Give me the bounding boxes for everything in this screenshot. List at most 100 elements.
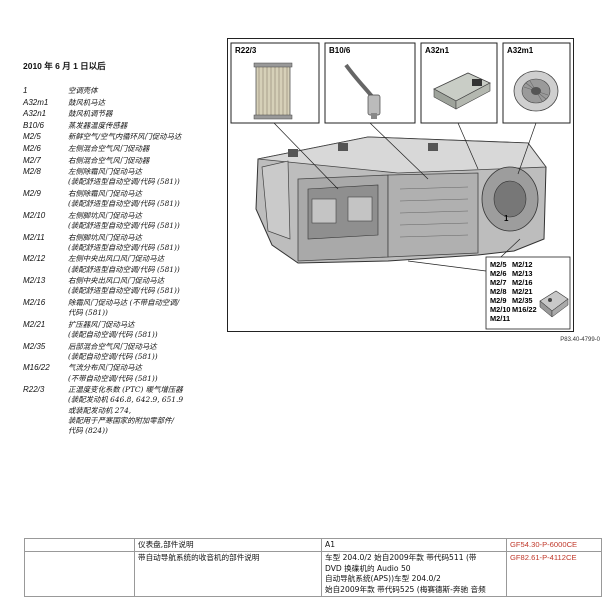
callout-label: R22/3 — [235, 46, 257, 55]
legend-row: A32n1 鼓风机调节器 — [23, 109, 223, 119]
legend-description-line: 正温度变化系数 (PTC) 暖气增压器 — [68, 385, 183, 395]
legend-description: 右侧脚坑风门促动马达(装配舒适型自动空调/代码 (581)) — [68, 233, 223, 253]
legend-description-line: 扩压器风门促动马达 — [68, 319, 135, 329]
legend-description-line: 右侧中央出风口风门促动马达 — [68, 276, 165, 286]
legend-row: M2/21 扩压器风门促动马达(装配自动空调/代码 (581)) — [23, 320, 223, 340]
legend-description-line: 右侧脚坑风门促动马达 — [68, 232, 142, 242]
blower-regulator-part — [433, 72, 491, 110]
legend-code: M2/7 — [23, 155, 41, 165]
legend-description: 蒸发器温度传感器 — [68, 121, 223, 131]
legend-row: 1 空调壳体 — [23, 86, 223, 96]
legend-description-line: 鼓风机调节器 — [68, 109, 113, 119]
page-heading: 2010 年 6 月 1 日以后 — [23, 61, 106, 71]
legend-code: M2/35 — [23, 341, 46, 351]
legend-description-line: (装配舒适型自动空调/代码 (581)) — [68, 242, 180, 252]
legend-code: M16/22 — [23, 363, 50, 373]
legend-description: 正温度变化系数 (PTC) 暖气增压器(装配发动机 646.8, 642.9, … — [68, 385, 223, 436]
legend-description-line: 左侧混合空气风门促动器 — [68, 143, 150, 153]
legend-description-line: (装配舒适型自动空调/代码 (581)) — [68, 264, 180, 274]
callout-label: B10/6 — [329, 46, 351, 55]
actuator-code: M2/16 — [512, 278, 533, 287]
actuator-code: M2/8 — [490, 287, 506, 296]
actuator-code: M2/6 — [490, 269, 506, 278]
legend-code: M2/10 — [23, 210, 46, 220]
actuator-code: M16/22 — [512, 305, 537, 314]
legend-code: R22/3 — [23, 385, 45, 395]
actuator-code: M2/35 — [512, 296, 533, 305]
blower-motor-part — [513, 70, 559, 112]
leader-lines — [273, 122, 537, 272]
legend-code: A32n1 — [23, 109, 47, 119]
legend-description-line: (装配舒适型自动空调/代码 (581)) — [68, 199, 180, 209]
legend-description-line: 右侧混合空气风门促动器 — [68, 155, 150, 165]
table-cell — [24, 551, 135, 598]
table-cell — [24, 537, 135, 553]
legend-code: M2/8 — [23, 167, 41, 177]
actuator-code: M2/7 — [490, 278, 506, 287]
legend-row: R22/3 正温度变化系数 (PTC) 暖气增压器(装配发动机 646.8, 64… — [23, 385, 223, 436]
cell-line: 仪表盘,部件说明 — [138, 540, 194, 549]
legend-row: M2/5 新鲜空气/空气内循环风门促动马达 — [23, 132, 223, 142]
table-row: 仪表盘,部件说明 A1 GF54.30-P-6000CE — [24, 537, 602, 553]
actuator-code: M2/5 — [490, 260, 506, 269]
legend-description-line: (装配舒适型自动空调/代码 (581)) — [68, 177, 180, 187]
legend-description-line: (装配自动空调/代码 (581)) — [68, 329, 158, 339]
component-legend: 1 空调壳体 A32m1 鼓风机马达 A32n1 鼓风机调节器 B10/6 蒸发器温度传感器 M… — [23, 86, 223, 438]
actuator-code: M2/11 — [490, 314, 510, 323]
cell-line: A1 — [325, 540, 336, 549]
legend-description-line: 除霜风门促动马达 (不带自动空调/ — [68, 297, 180, 307]
legend-row: M2/12 左侧中央出风口风门促动马达(装配舒适型自动空调/代码 (581)) — [23, 254, 223, 274]
legend-description: 左侧中央出风口风门促动马达(装配舒适型自动空调/代码 (581)) — [68, 254, 223, 274]
legend-description-line: 鼓风机马达 — [68, 97, 105, 107]
legend-description-line: 新鲜空气/空气内循环风门促动马达 — [68, 132, 182, 142]
legend-row: M2/10 左侧脚坑风门促动马达(装配舒适型自动空调/代码 (581)) — [23, 211, 223, 231]
legend-row: M2/6 左侧混合空气风门促动器 — [23, 144, 223, 154]
actuator-code: M2/13 — [512, 269, 533, 278]
legend-code: M2/12 — [23, 254, 46, 264]
evaporator-sensor-part — [344, 63, 381, 119]
legend-description: 除霜风门促动马达 (不带自动空调/代码 (581)) — [68, 298, 223, 318]
actuator-part — [539, 290, 569, 318]
legend-description-line: 左侧中央出风口风门促动马达 — [68, 254, 165, 264]
legend-code: M2/6 — [23, 143, 41, 153]
callout-label: A32m1 — [507, 46, 534, 55]
legend-description: 空调壳体 — [68, 86, 223, 96]
legend-description: 左侧脚坑风门促动马达(装配舒适型自动空调/代码 (581)) — [68, 211, 223, 231]
callout-label: A32n1 — [425, 46, 450, 55]
cell-line: 带自动导航系统的收音机的部件说明 — [138, 553, 260, 563]
document-link[interactable]: GF82.61-P-4112CE — [506, 551, 602, 598]
actuator-code: M2/12 — [512, 260, 533, 269]
legend-code: B10/6 — [23, 120, 44, 130]
actuator-code: M2/9 — [490, 296, 506, 305]
document-link[interactable]: GF54.30-P-6000CE — [506, 537, 602, 553]
legend-description: 扩压器风门促动马达(装配自动空调/代码 (581)) — [68, 320, 223, 340]
legend-description-line: 蒸发器温度传感器 — [68, 120, 128, 130]
table-cell-description: 仪表盘,部件说明 — [134, 537, 322, 553]
legend-description: 右侧中央出风口风门促动马达(装配舒适型自动空调/代码 (581)) — [68, 276, 223, 296]
legend-code: M2/5 — [23, 132, 41, 142]
legend-code: M2/21 — [23, 319, 46, 329]
table-cell-vehicle: A1 — [321, 537, 507, 553]
legend-description: 右侧混合空气风门促动器 — [68, 156, 223, 166]
legend-row: M2/11 右侧脚坑风门促动马达(装配舒适型自动空调/代码 (581)) — [23, 233, 223, 253]
legend-description-line: 代码 (581)) — [68, 308, 108, 318]
legend-description-line: (不带自动空调/代码 (581)) — [68, 373, 158, 383]
legend-code: 1 — [23, 86, 28, 95]
legend-description-line: 空调壳体 — [68, 86, 98, 95]
actuator-code: M2/10 — [490, 305, 511, 314]
legend-code: M2/9 — [23, 188, 41, 198]
legend-code: M2/11 — [23, 232, 45, 242]
legend-description-line: (装配发动机 646.8, 642.9, 651.9 — [68, 395, 184, 405]
legend-description: 鼓风机马达 — [68, 98, 223, 108]
cell-line: DVD 换碟机的 Audio 50 — [325, 563, 411, 573]
table-row: 带自动导航系统的收音机的部件说明 车型 204.0/2 始自2009年款 带代码5… — [24, 551, 602, 598]
legend-description: 新鲜空气/空气内循环风门促动马达 — [68, 132, 223, 142]
legend-code: A32m1 — [23, 97, 49, 107]
